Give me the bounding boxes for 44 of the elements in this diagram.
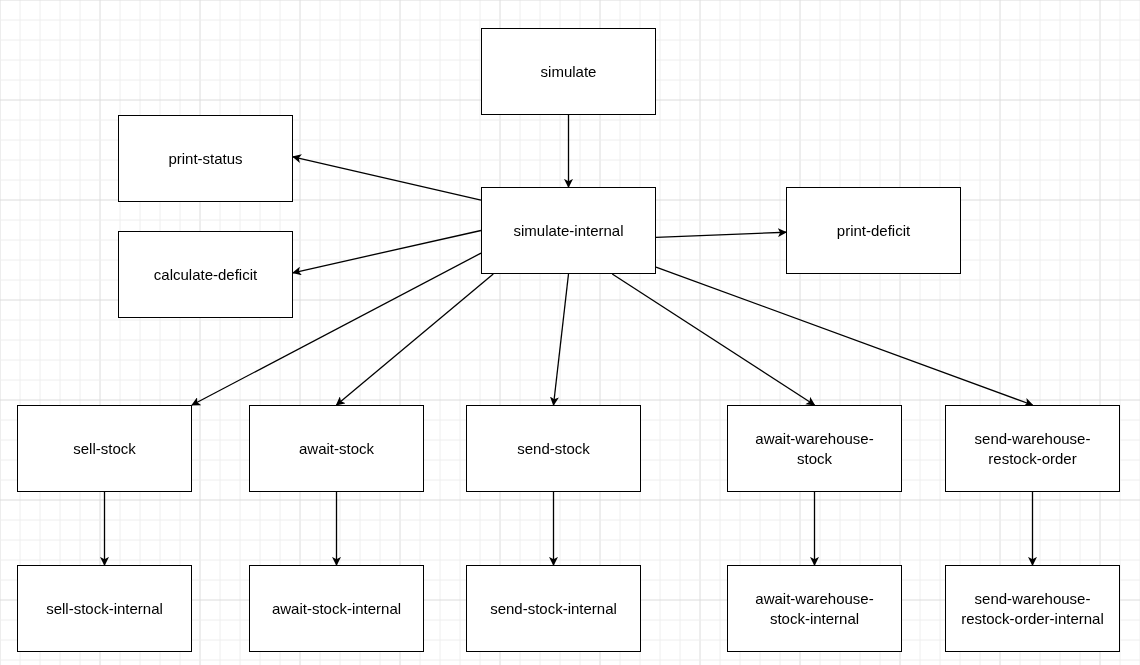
arrow	[611, 273, 816, 406]
arrow	[1028, 491, 1037, 566]
box-label: send-stock	[517, 438, 590, 459]
arrow	[332, 491, 341, 566]
process-box	[466, 405, 641, 492]
box-label: send-warehouse-restock-order-internal	[960, 589, 1105, 628]
box-label: simulate-internal	[513, 220, 624, 241]
process-box	[17, 565, 192, 652]
process-box	[786, 187, 961, 274]
box-label: send-stock-internal	[490, 598, 617, 619]
box-label: sell-stock-internal	[46, 598, 163, 619]
process-box	[17, 405, 192, 492]
process-box	[249, 565, 424, 652]
box-label: send-warehouse-restock-order	[973, 429, 1092, 468]
arrow	[335, 273, 494, 406]
process-box	[727, 565, 902, 652]
process-box	[249, 405, 424, 492]
arrow	[191, 252, 482, 406]
arrow	[292, 154, 482, 201]
box-label: await-stock-internal	[271, 598, 402, 619]
box-label: calculate-deficit	[153, 264, 258, 285]
process-box	[481, 28, 656, 115]
process-box	[727, 405, 902, 492]
box-label: await-stock	[299, 438, 374, 459]
box-label: simulate	[540, 61, 597, 82]
arrow	[549, 273, 570, 406]
arrow	[564, 114, 573, 188]
process-box	[945, 405, 1120, 492]
box-label: await-warehouse-stock-internal	[754, 589, 875, 628]
arrow	[810, 491, 819, 566]
box-label: print-status	[168, 148, 243, 169]
box-label: sell-stock	[73, 438, 136, 459]
process-box	[466, 565, 641, 652]
box-label: await-warehouse-stock	[754, 429, 875, 468]
arrow	[549, 491, 558, 566]
process-box	[118, 115, 293, 202]
process-box	[481, 187, 656, 274]
arrow	[655, 228, 787, 239]
arrow	[100, 491, 109, 566]
process-box	[945, 565, 1120, 652]
box-label: print-deficit	[836, 220, 911, 241]
process-box	[118, 231, 293, 318]
arrow	[292, 229, 482, 276]
arrow	[655, 266, 1034, 407]
